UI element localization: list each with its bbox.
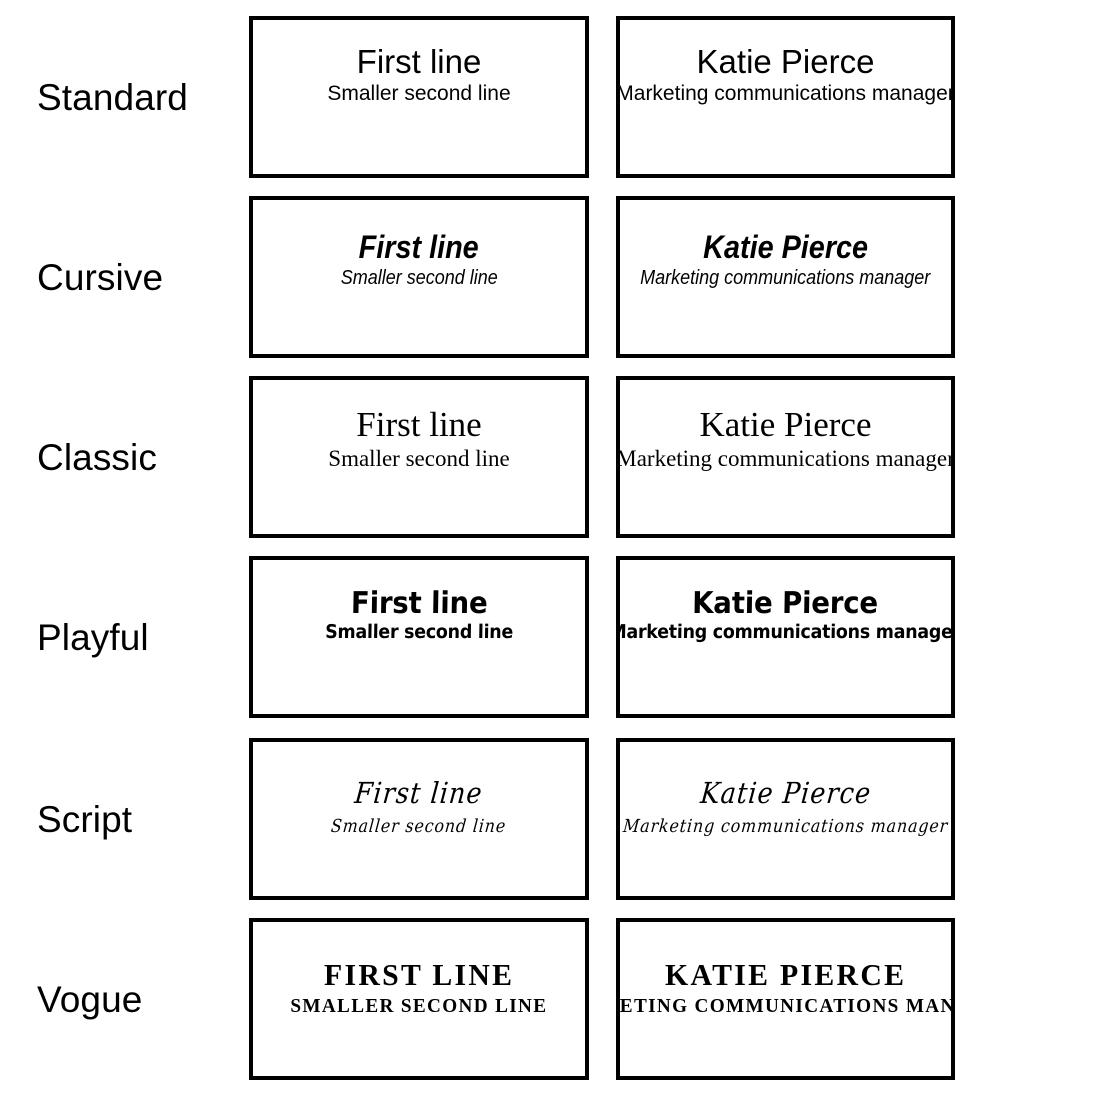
card-primary-line: First line <box>356 405 482 444</box>
card-secondary-line: Smaller second line <box>328 445 510 471</box>
preview-card-playful-generic[interactable]: First line Smaller second line <box>249 556 589 718</box>
card-secondary-line: Marketing communications manager <box>616 621 955 644</box>
preview-card-vogue-generic[interactable]: FIRST LINE SMALLER SECOND LINE <box>249 918 589 1080</box>
preview-card-classic-generic[interactable]: First line Smaller second line <box>249 376 589 538</box>
card-text-block: Katie Pierce Marketing communications ma… <box>620 44 951 105</box>
style-row-standard: Standard First line Smaller second line … <box>0 16 1100 178</box>
style-label-standard: Standard <box>37 76 188 118</box>
card-secondary-line: Smaller second line <box>340 266 498 289</box>
card-text-block: KATIE PIERCE MARKETING COMMUNICATIONS MA… <box>620 957 951 1018</box>
card-secondary-line: Marketing communications manager <box>640 266 931 289</box>
card-secondary-line: Smaller second line <box>327 81 511 105</box>
preview-card-classic-sample[interactable]: Katie Pierce Marketing communications ma… <box>616 376 955 538</box>
card-text-block: FIRST LINE SMALLER SECOND LINE <box>253 957 585 1018</box>
style-row-script: Script First line Smaller second line Ka… <box>0 738 1100 900</box>
style-row-vogue: Vogue FIRST LINE SMALLER SECOND LINE KAT… <box>0 918 1100 1080</box>
style-label-script: Script <box>37 798 133 840</box>
card-text-block: First line Smaller second line <box>253 776 585 838</box>
card-text-block: First line Smaller second line <box>253 44 585 105</box>
card-secondary-line: Marketing communications manager <box>616 81 955 105</box>
preview-card-cursive-generic[interactable]: First line Smaller second line <box>249 196 589 358</box>
card-primary-line: First line <box>356 43 482 80</box>
card-secondary-line: Smaller second line <box>324 621 514 644</box>
card-primary-line: Katie Pierce <box>692 586 879 621</box>
card-primary-line: FIRST LINE <box>323 957 515 992</box>
style-label-classic: Classic <box>37 436 157 478</box>
card-primary-line: First line <box>353 776 485 810</box>
preview-card-cursive-sample[interactable]: Katie Pierce Marketing communications ma… <box>616 196 955 358</box>
card-text-block: First line Smaller second line <box>253 586 585 644</box>
card-text-block: First line Smaller second line <box>253 230 585 289</box>
style-row-cursive: Cursive First line Smaller second line K… <box>0 196 1100 358</box>
card-text-block: Katie Pierce Marketing communications ma… <box>620 230 951 289</box>
card-text-block: First line Smaller second line <box>253 406 585 471</box>
card-primary-line: Katie Pierce <box>703 229 868 265</box>
preview-card-playful-sample[interactable]: Katie Pierce Marketing communications ma… <box>616 556 955 718</box>
style-label-cursive: Cursive <box>37 256 164 298</box>
preview-card-standard-sample[interactable]: Katie Pierce Marketing communications ma… <box>616 16 955 178</box>
style-label-playful: Playful <box>37 616 149 658</box>
style-row-playful: Playful First line Smaller second line K… <box>0 556 1100 718</box>
card-secondary-line: Marketing communications manager <box>616 445 955 471</box>
card-primary-line: First line <box>350 586 488 621</box>
style-row-classic: Classic First line Smaller second line K… <box>0 376 1100 538</box>
card-primary-line: KATIE PIERCE <box>664 957 907 992</box>
preview-card-script-sample[interactable]: Katie Pierce Marketing communications ma… <box>616 738 955 900</box>
preview-card-vogue-sample[interactable]: KATIE PIERCE MARKETING COMMUNICATIONS MA… <box>616 918 955 1080</box>
card-secondary-line: SMALLER SECOND LINE <box>290 995 548 1018</box>
card-text-block: Katie Pierce Marketing communications ma… <box>620 406 951 471</box>
preview-card-script-generic[interactable]: First line Smaller second line <box>249 738 589 900</box>
card-secondary-line: MARKETING COMMUNICATIONS MANAGER <box>620 995 955 1018</box>
card-primary-line: Katie Pierce <box>698 776 873 810</box>
style-label-vogue: Vogue <box>37 978 143 1020</box>
card-primary-line: First line <box>358 229 480 265</box>
card-primary-line: Katie Pierce <box>696 43 875 80</box>
card-secondary-line: Smaller second line <box>330 816 508 838</box>
preview-card-standard-generic[interactable]: First line Smaller second line <box>249 16 589 178</box>
card-secondary-line: Marketing communications manager <box>622 816 949 838</box>
card-text-block: Katie Pierce Marketing communications ma… <box>620 776 951 838</box>
card-text-block: Katie Pierce Marketing communications ma… <box>620 586 951 643</box>
card-primary-line: Katie Pierce <box>699 405 872 444</box>
